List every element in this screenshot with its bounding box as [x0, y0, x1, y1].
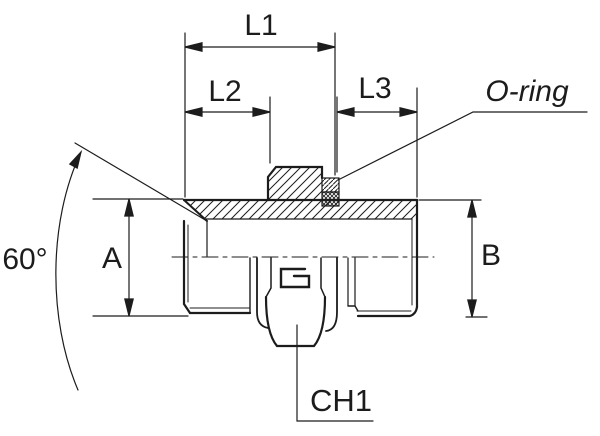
label-angle-60: 60°	[2, 243, 47, 276]
arrowhead-icon	[467, 299, 477, 318]
dim-angle-60	[55, 142, 208, 391]
section-hatch-area	[184, 167, 417, 219]
hex-right-corner	[325, 257, 338, 332]
arrowhead-icon	[399, 107, 418, 117]
arrowhead-icon	[68, 149, 83, 170]
arrowhead-icon	[124, 198, 134, 217]
arrowhead-icon	[317, 42, 336, 52]
label-o-ring: O-ring	[485, 75, 569, 108]
dim-l2	[184, 107, 271, 117]
arrowhead-icon	[336, 107, 355, 117]
labels: L1 L2 L3 O-ring 60° A B CH1	[2, 9, 569, 418]
angle-arc	[55, 151, 82, 391]
hex-right-flat-edge	[320, 257, 326, 298]
arrowhead-icon	[467, 199, 477, 218]
hex-left-flat-edge	[265, 257, 272, 298]
dim-l3	[336, 107, 418, 117]
label-b: B	[481, 239, 501, 272]
label-a: A	[102, 242, 122, 275]
hex-bottom-lobe	[264, 295, 327, 348]
left-end-face	[182, 219, 192, 315]
arrowhead-icon	[184, 42, 203, 52]
brand-logo	[279, 267, 311, 289]
o-ring-leader	[337, 111, 588, 181]
dim-l1	[184, 42, 336, 52]
dim-b	[418, 199, 488, 318]
groove-bottom	[347, 305, 359, 312]
dimensions	[55, 32, 588, 422]
right-thread-crest	[356, 305, 419, 318]
arrowhead-icon	[184, 107, 203, 117]
label-ch1: CH1	[310, 383, 372, 418]
label-l2: L2	[208, 75, 241, 108]
o-ring-section	[321, 177, 340, 207]
label-l3: L3	[358, 72, 391, 105]
arrowhead-icon	[252, 107, 271, 117]
angle-reference-line	[74, 142, 208, 222]
hex-section-block	[266, 165, 324, 202]
ch1-leader	[296, 324, 374, 422]
label-l1: L1	[244, 9, 277, 42]
fitting-body	[171, 165, 435, 348]
hex-left-corner	[256, 257, 269, 329]
dim-a	[92, 198, 189, 317]
cone-seat-face	[183, 199, 208, 222]
arrowhead-icon	[124, 298, 134, 317]
